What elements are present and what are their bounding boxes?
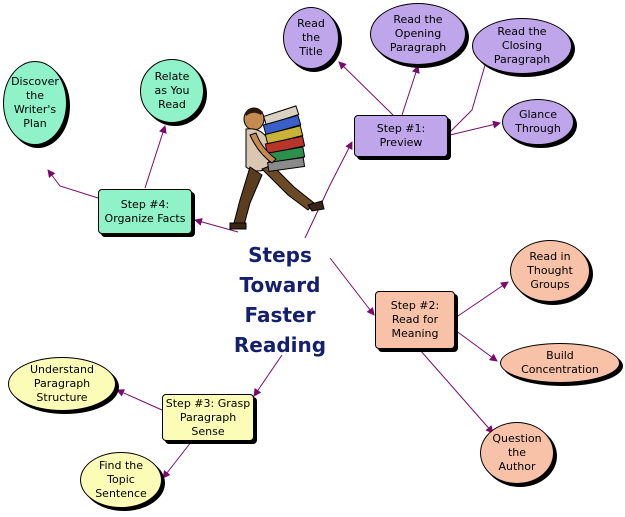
edge-meaning-to-question-author	[419, 349, 494, 434]
edge-preview-to-opening	[401, 65, 420, 116]
edge-preview-to-title	[338, 61, 394, 116]
discover-writers-plan-node[interactable]: Discover the Writer's Plan	[3, 61, 67, 145]
edge-meaning-to-thought-groups	[454, 281, 509, 319]
relate-as-you-read-node[interactable]: Relate as You Read	[140, 59, 204, 123]
step-3-grasp-paragraph-node[interactable]: Step #3: Grasp Paragraph Sense	[162, 394, 254, 441]
person-carrying-books-illustration	[229, 105, 325, 230]
build-concentration-node[interactable]: Build Concentration	[500, 343, 620, 383]
edge-organize-to-relate	[144, 125, 167, 189]
step-4-organize-facts-node[interactable]: Step #4: Organize Facts	[98, 189, 192, 234]
read-the-title-node[interactable]: Read the Title	[283, 7, 339, 69]
edge-center-to-meaning	[329, 257, 375, 316]
read-in-thought-groups-node[interactable]: Read in Thought Groups	[510, 240, 590, 302]
understand-paragraph-structure-node[interactable]: Understand Paragraph Structure	[8, 357, 116, 411]
read-opening-paragraph-node[interactable]: Read the Opening Paragraph	[370, 3, 466, 65]
edge-center-to-paragraph	[253, 354, 283, 397]
read-closing-paragraph-node[interactable]: Read the Closing Paragraph	[472, 18, 572, 74]
central-title: Steps Toward Faster Reading	[233, 243, 327, 357]
edge-paragraph-to-structure	[116, 389, 163, 411]
question-the-author-node[interactable]: Question the Author	[480, 422, 554, 484]
edge-organize-to-plan	[47, 169, 99, 199]
find-topic-sentence-node[interactable]: Find the Topic Sentence	[80, 452, 162, 508]
edge-center-to-organize	[194, 218, 239, 233]
edge-paragraph-to-topic	[162, 436, 196, 479]
glance-through-node[interactable]: Glance Through	[502, 99, 574, 145]
edge-center-to-preview	[304, 141, 353, 239]
edge-meaning-to-concentration	[454, 329, 498, 362]
edge-preview-to-glance	[449, 120, 501, 136]
step-1-preview-node[interactable]: Step #1: Preview	[354, 115, 448, 157]
edge-preview-to-closing	[449, 47, 492, 133]
step-2-read-for-meaning-node[interactable]: Step #2: Read for Meaning	[375, 291, 455, 349]
